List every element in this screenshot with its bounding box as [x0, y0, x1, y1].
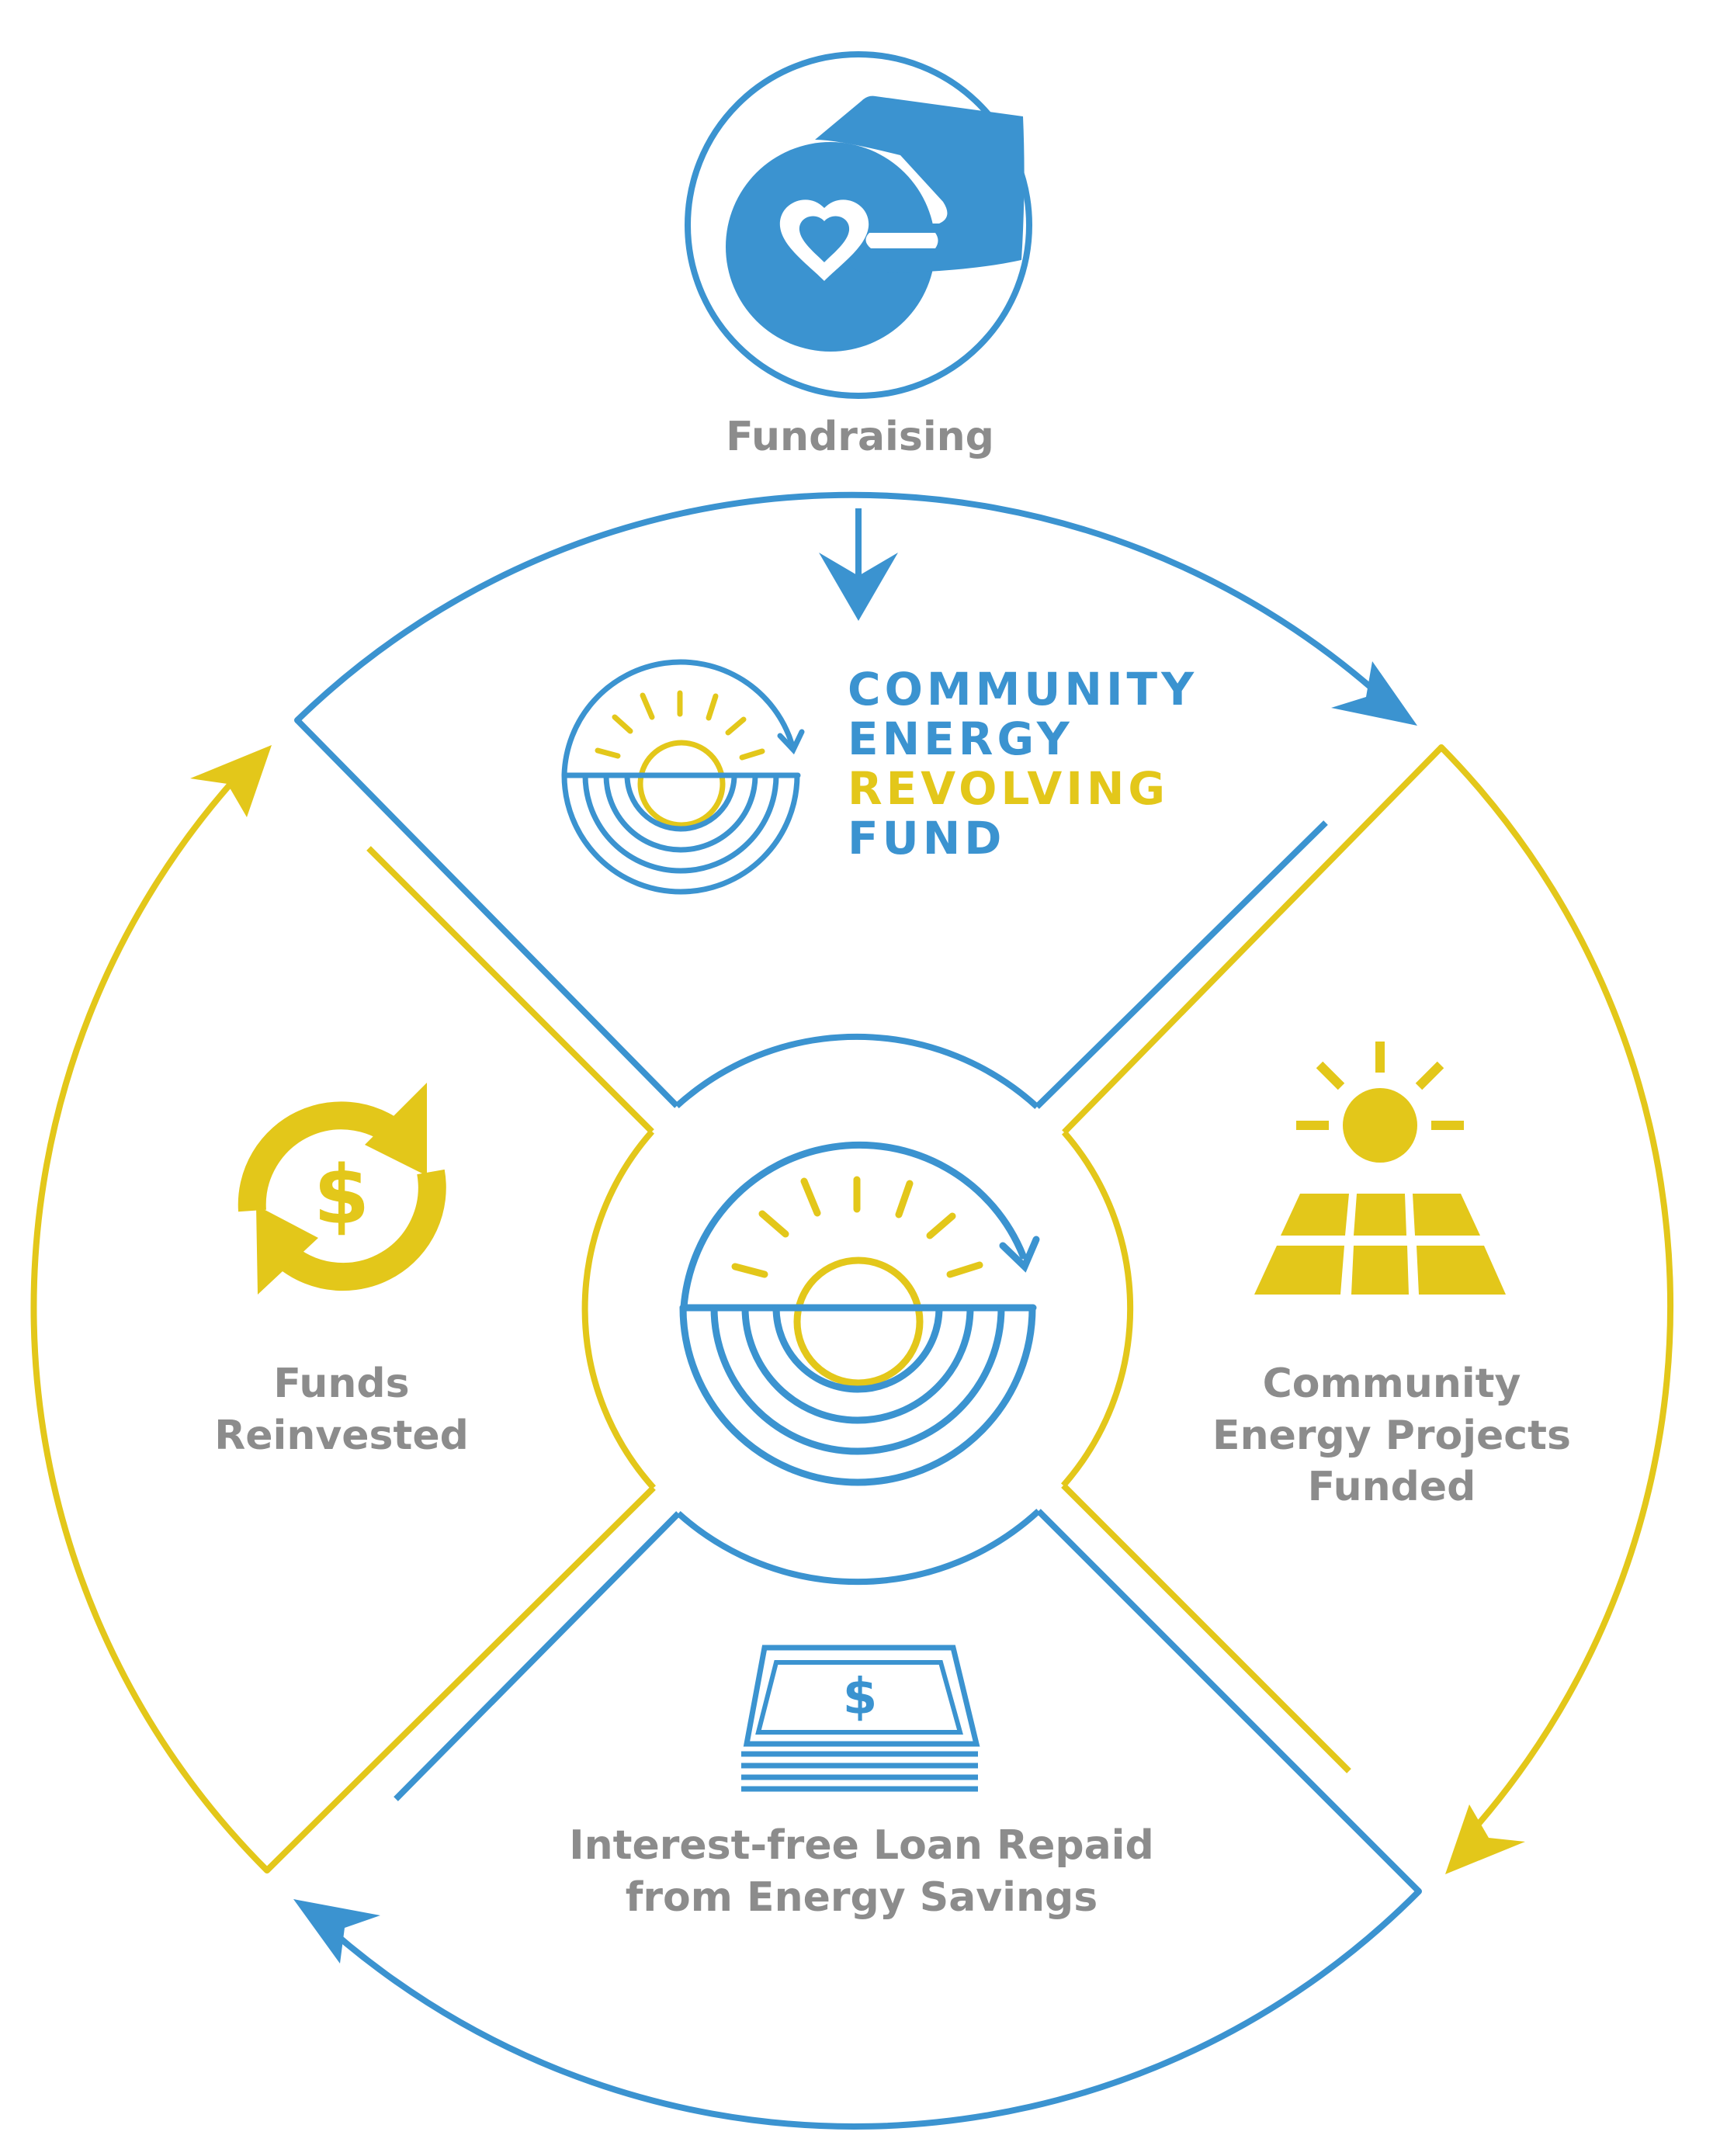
recycle-dollar-symbol: $ — [314, 1148, 369, 1243]
divider-bottom-left-yellow — [265, 1485, 656, 1873]
arrowhead-bottom-right — [1445, 1804, 1525, 1874]
logo-line-community: COMMUNITY — [848, 663, 1198, 716]
funds-reinvested-label: Funds Reinvested — [147, 1358, 536, 1461]
projects-funded-label: Community Energy Projects Funded — [1147, 1358, 1636, 1513]
logo-line-energy: ENERGY — [848, 712, 1073, 765]
fundraising-down-arrow — [819, 508, 898, 621]
cash-stack-icon: $ — [741, 1645, 980, 1792]
divider-top-left-yellow — [366, 846, 654, 1134]
divider-top-right-yellow — [1062, 745, 1444, 1135]
center-ring-top — [674, 1033, 1039, 1109]
cycle-arrowheads — [190, 661, 1525, 1964]
fund-logo-icon — [561, 659, 805, 895]
fundraising-label: Fundraising — [627, 411, 1093, 463]
center-ring-bottom — [676, 1509, 1041, 1586]
arrowhead-top-left — [190, 745, 272, 817]
center-ring — [581, 1033, 1134, 1586]
logo-line-revolving: REVOLVING — [848, 762, 1170, 815]
reinvested-label-line1: Funds — [273, 1360, 410, 1407]
center-sun-rays — [731, 1176, 983, 1278]
projects-label-line2: Energy Projects — [1212, 1412, 1571, 1459]
loan-label-line2: from Energy Savings — [625, 1874, 1098, 1921]
divider-bottom-left-blue — [394, 1511, 681, 1801]
arrowhead-top-right — [1331, 661, 1417, 726]
fundraising-label-text: Fundraising — [726, 414, 994, 460]
arrowhead-bottom-left — [293, 1899, 380, 1964]
center-sun — [793, 1257, 924, 1387]
right-arc — [1438, 744, 1674, 1827]
divider-top-right-blue — [1035, 820, 1328, 1109]
loan-repaid-label: Interest-free Loan Repaid from Energy Sa… — [435, 1820, 1288, 1923]
divider-bottom-right-yellow — [1061, 1483, 1351, 1773]
cash-dollar-symbol: $ — [843, 1669, 878, 1726]
divider-bottom-right-blue — [1036, 1509, 1421, 1894]
logo-line-fund: FUND — [848, 812, 1006, 865]
bottom-arc — [311, 1888, 1422, 2130]
center-fund-logo-icon — [679, 1141, 1040, 1486]
projects-label-line1: Community — [1262, 1360, 1521, 1407]
fund-logo-wordmark: COMMUNITY ENERGY REVOLVING FUND — [848, 664, 1198, 863]
sun-solar-panel-icon — [1254, 1042, 1506, 1295]
top-arc — [294, 491, 1391, 723]
quadrant-dividers — [265, 718, 1444, 1894]
loan-label-line1: Interest-free Loan Repaid — [569, 1822, 1154, 1869]
divider-top-left-blue — [295, 718, 679, 1108]
center-ring-left — [581, 1129, 656, 1490]
reinvested-label-line2: Reinvested — [214, 1412, 469, 1459]
outer-cycle-ring — [30, 491, 1674, 2130]
left-arc — [30, 765, 270, 1874]
center-ring-right — [1060, 1130, 1134, 1488]
hand-heart-coin-icon — [685, 51, 1032, 399]
recycle-dollar-icon: $ — [238, 1083, 446, 1295]
projects-label-line3: Funded — [1307, 1464, 1476, 1511]
